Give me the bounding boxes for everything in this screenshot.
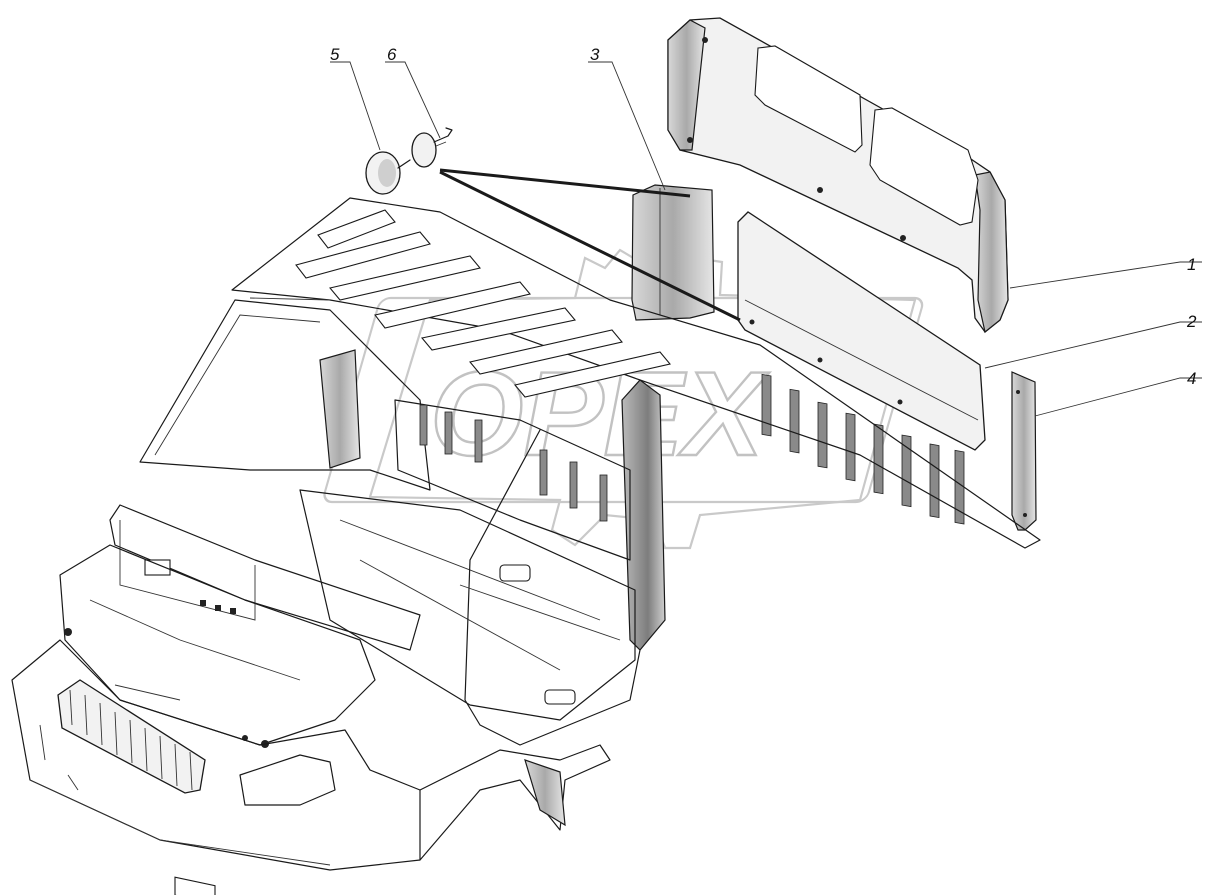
cap-highlight	[378, 159, 396, 187]
leader-6	[385, 62, 440, 138]
firewall-hole	[230, 608, 236, 614]
callout-5: 5	[330, 45, 340, 64]
rib	[818, 402, 827, 468]
bumper-line	[30, 780, 330, 865]
license-area	[175, 877, 215, 895]
floor-cutout	[500, 565, 530, 581]
inner-rib	[475, 420, 482, 462]
headlight	[240, 755, 335, 805]
right-pillar-trim-body	[1012, 372, 1036, 530]
rib	[790, 389, 799, 453]
firewall-hole	[200, 600, 206, 606]
lower-panel-hole	[750, 320, 755, 325]
leader-1	[1010, 262, 1202, 288]
cap-stem	[398, 160, 410, 168]
inner-rib	[445, 412, 452, 454]
cowl-panel	[110, 505, 420, 650]
callout-4: 4	[1187, 369, 1196, 388]
lower-panel-hole	[898, 400, 903, 405]
inner-rib	[570, 462, 577, 508]
front-grille	[58, 680, 205, 793]
clip-barb	[436, 142, 446, 146]
inner-rib	[540, 450, 547, 495]
b-pillar	[622, 380, 665, 650]
clip-head	[412, 133, 436, 167]
rib	[874, 424, 883, 494]
fascia-crease	[40, 725, 45, 760]
upper-panel-right-flange	[975, 172, 1008, 332]
rib	[846, 413, 855, 481]
callout-3: 3	[590, 45, 600, 64]
inner-rib	[600, 475, 607, 521]
hood-latch-line	[115, 685, 180, 700]
leader-3	[588, 62, 665, 190]
callout-2: 2	[1186, 312, 1197, 331]
part-5-cap	[366, 152, 410, 194]
upper-panel-hole	[900, 235, 906, 241]
callout-6: 6	[387, 45, 397, 64]
inner-rib	[420, 405, 427, 445]
leader-2	[985, 322, 1202, 368]
right-pillar-hole	[1023, 513, 1027, 517]
upper-panel-hole	[817, 187, 823, 193]
part-6-push-clip	[412, 128, 452, 167]
inner-side-wall	[320, 350, 360, 468]
rib	[930, 444, 939, 518]
floor-cutout	[545, 690, 575, 704]
leader-5	[330, 62, 380, 150]
windshield-frame	[140, 300, 430, 490]
fender-liner	[525, 760, 565, 825]
upper-panel-hole	[702, 37, 708, 43]
engine-bay-edge	[90, 600, 300, 680]
windshield-inner	[155, 315, 320, 455]
cab-floor	[300, 490, 635, 720]
lower-panel-hole	[818, 358, 823, 363]
engine-bay-mount	[64, 628, 72, 636]
leader-4	[1035, 378, 1202, 416]
rib	[762, 374, 771, 436]
callout-1: 1	[1187, 255, 1196, 274]
right-pillar-hole	[1016, 390, 1020, 394]
upper-panel-hole	[687, 137, 693, 143]
part-4-right-pillar-trim	[1012, 372, 1036, 530]
front-fascia	[12, 640, 420, 870]
rib	[902, 435, 911, 507]
door-sill	[460, 585, 620, 640]
front-fender	[420, 745, 610, 860]
firewall	[120, 520, 255, 620]
firewall-hole	[215, 605, 221, 611]
fascia-crease	[68, 775, 78, 790]
